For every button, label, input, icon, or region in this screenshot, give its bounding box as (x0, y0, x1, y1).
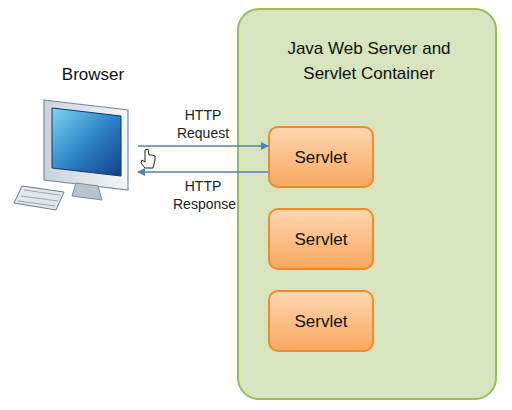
keyboard (14, 186, 64, 210)
browser-client: Browser (10, 62, 138, 212)
keyboard-keys (18, 190, 60, 206)
http-arrow (138, 145, 268, 147)
client-label: Browser (47, 62, 139, 87)
edge-label: HTTP Response (173, 177, 233, 213)
monitor-body (44, 100, 128, 190)
monitor-screen (52, 108, 121, 176)
servlet-label: Servlet (270, 309, 372, 334)
servlet-box: Servlet (268, 126, 374, 188)
container-title: Java Web Server and Servlet Container (267, 36, 471, 86)
hand-cursor (141, 149, 155, 168)
edge-label: HTTP Request (173, 106, 233, 142)
servlet-label: Servlet (270, 227, 372, 252)
servlet-label: Servlet (270, 145, 372, 170)
servlet-box: Servlet (268, 290, 374, 352)
servlet-container: Java Web Server and Servlet ContainerSer… (237, 8, 497, 400)
http-arrow (138, 171, 268, 173)
servlet-box: Servlet (268, 208, 374, 270)
monitor-stand (72, 183, 102, 200)
